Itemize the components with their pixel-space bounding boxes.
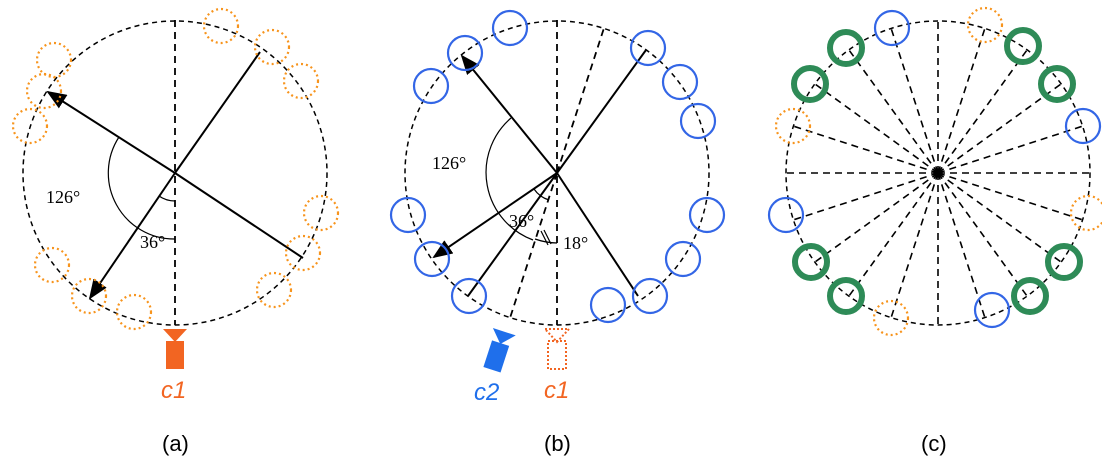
orange-camera-circle: [25, 72, 63, 110]
orange-camera-circle: [872, 299, 910, 337]
panel-a-arrow-down-left: [88, 172, 176, 300]
green-camera-circle: [791, 65, 829, 103]
blue-camera-circle: [1064, 107, 1102, 145]
panel-b-tick-mark: [543, 229, 552, 245]
orange-camera-circle: [253, 28, 291, 66]
green-camera-circle: [827, 29, 865, 67]
panel-a-arrow-up-left: [46, 90, 176, 174]
green-camera-circle: [1004, 27, 1042, 65]
panel-a: 126° 36° c1 (a): [11, 7, 340, 456]
panel-a-angle-126-label: 126°: [46, 187, 80, 207]
green-camera-circle: [1045, 243, 1083, 281]
panel-b-line-up-right: [556, 49, 647, 174]
blue-camera-circle: [629, 29, 667, 67]
blue-camera-circle: [491, 9, 529, 47]
blue-camera-circle: [413, 240, 451, 278]
panel-b-dashed-axis-18-lower: [509, 172, 558, 319]
panel-a-caption: (a): [162, 431, 189, 456]
green-camera-circle: [1011, 277, 1049, 315]
panel-b-tick-mark: [540, 230, 549, 246]
blue-camera-circle: [873, 9, 911, 47]
orange-camera-circle: [33, 246, 71, 284]
panel-c-dashed-circle: [785, 20, 1091, 326]
panel-b-camera-c1-label: c1: [544, 377, 569, 404]
panel-c-radial-spokes: [786, 21, 1090, 325]
orange-camera-circle: [11, 107, 49, 145]
panel-b-line-down-right: [556, 172, 639, 297]
panel-b-angle-18-label: 18°: [563, 233, 588, 253]
panel-b-camera-c1-icon: [542, 328, 572, 370]
blue-camera-circle: [412, 67, 450, 105]
orange-camera-circle: [115, 293, 153, 331]
panel-b-line-down-left: [467, 172, 558, 297]
panel-b-arrow-down-left: [432, 172, 558, 259]
green-camera-circle: [1038, 65, 1076, 103]
panel-c: (c): [767, 6, 1102, 456]
blue-camera-circle: [661, 63, 699, 101]
blue-camera-circle: [688, 196, 726, 234]
orange-camera-circle: [282, 62, 320, 100]
green-camera-circle: [827, 277, 865, 315]
panel-b-camera-c2-icon: [483, 327, 516, 373]
orange-camera-circle: [202, 7, 240, 45]
panel-c-overlap-positions: [791, 27, 1083, 315]
blue-camera-circle: [973, 291, 1011, 329]
blue-camera-circle: [767, 196, 805, 234]
blue-camera-circle: [589, 286, 627, 324]
panel-a-camera-positions: [11, 7, 340, 331]
panel-b-angle-arc-36: [533, 188, 550, 201]
orange-camera-circle: [1069, 194, 1102, 232]
panel-b-angle-arc-126: [485, 117, 534, 241]
panel-b-camera-c2-label: c2: [474, 379, 499, 406]
green-camera-circle: [792, 243, 830, 281]
panel-b-arrow-up-left: [460, 54, 558, 174]
blue-camera-circle: [389, 196, 427, 234]
panel-a-angle-arc-126: [107, 136, 176, 240]
panel-a-line-down-right: [174, 172, 304, 259]
orange-camera-circle: [774, 107, 812, 145]
blue-camera-circle: [631, 277, 669, 315]
orange-camera-circle: [966, 6, 1004, 44]
blue-camera-circle: [446, 34, 484, 72]
panel-c-blue-positions: [767, 9, 1102, 329]
blue-camera-circle: [664, 240, 702, 278]
panel-a-angle-arc-36: [158, 195, 176, 202]
panel-c-orange-positions: [774, 6, 1102, 337]
panel-b-camera-positions: [389, 9, 726, 324]
panel-a-angle-36-label: 36°: [140, 232, 165, 252]
panel-a-camera-label: c1: [161, 377, 186, 404]
panel-a-line-up-right: [174, 51, 261, 174]
orange-camera-circle: [70, 277, 108, 315]
panel-a-camera-icon: [163, 329, 187, 369]
panel-b-dashed-axis-18: [556, 27, 605, 174]
orange-camera-circle: [35, 41, 73, 79]
panel-b-angle-36-label: 36°: [509, 211, 534, 231]
blue-camera-circle: [679, 102, 717, 140]
panel-b-caption: (b): [544, 431, 571, 456]
panel-c-caption: (c): [921, 431, 947, 456]
blue-camera-circle: [450, 277, 488, 315]
orange-camera-circle: [284, 234, 322, 272]
panel-b-angle-126-label: 126°: [432, 153, 466, 173]
orange-camera-circle: [255, 271, 293, 309]
orange-camera-circle: [302, 194, 340, 232]
panel-b: 126° 36° 18° c2 c1: [389, 9, 726, 456]
